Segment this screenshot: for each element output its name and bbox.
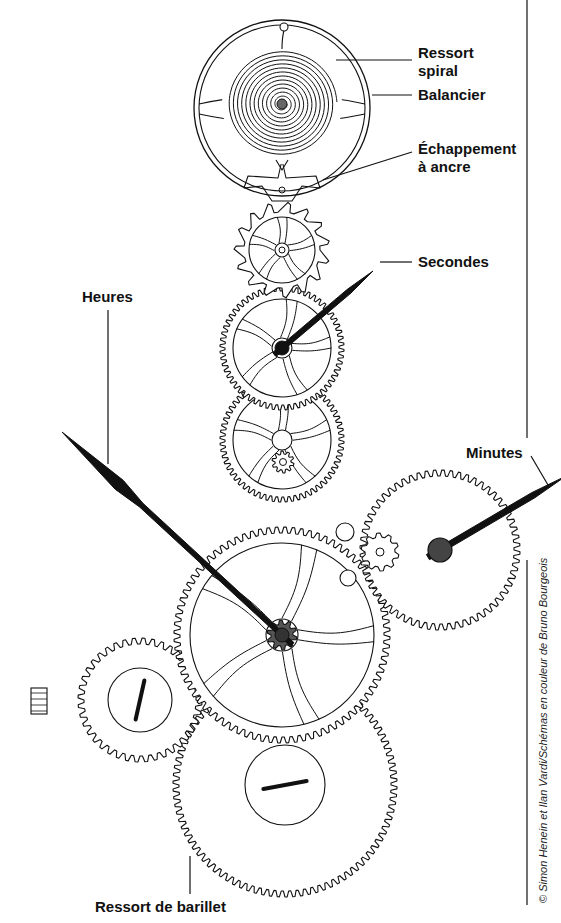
leader-line xyxy=(372,94,412,95)
pivot-circle xyxy=(336,523,354,541)
leader-lines xyxy=(108,0,548,905)
leader-line xyxy=(380,261,412,262)
center-wheel xyxy=(174,527,390,743)
pivot-circle xyxy=(245,745,325,825)
watch-hand xyxy=(273,271,373,356)
screw-slot xyxy=(136,680,145,719)
part-label: Ressort spiral xyxy=(418,44,488,80)
pivot-circle xyxy=(428,538,452,562)
pivot-circle xyxy=(279,187,285,193)
part-label: Minutes xyxy=(466,444,523,462)
part-label: Balancier xyxy=(418,86,486,104)
part-label: Heures xyxy=(82,288,133,306)
minute-wheel xyxy=(360,470,520,630)
crown-stem xyxy=(31,688,47,714)
leader-line xyxy=(323,152,412,180)
pivot-circle xyxy=(275,628,289,642)
pivot-circle xyxy=(376,548,384,556)
hairspring xyxy=(229,52,337,154)
pivot-circle xyxy=(108,668,172,732)
leader-line xyxy=(189,856,190,894)
balance-wheel xyxy=(194,20,370,196)
pivot-circle xyxy=(280,459,287,466)
pallet-fork xyxy=(244,160,320,201)
part-label: Secondes xyxy=(418,253,489,271)
pinion xyxy=(361,533,399,571)
seconds-wheel xyxy=(220,286,344,410)
part-label: Ressort de barillet xyxy=(95,898,226,916)
leader-line xyxy=(107,310,108,464)
screw-slot xyxy=(263,781,306,789)
pivot-circle xyxy=(275,341,289,355)
escape-wheel xyxy=(234,202,329,297)
leader-line xyxy=(336,59,412,60)
credit-note: © Simon Henein et Ilan Vardi/Schémas en … xyxy=(537,558,550,903)
frame-rule xyxy=(526,560,527,905)
leader-line xyxy=(531,456,548,485)
frame-rule xyxy=(526,0,527,438)
pivot-circle xyxy=(340,570,356,586)
part-label: Échappement à ancre xyxy=(418,140,526,176)
gear-train xyxy=(31,20,561,897)
watch-hand xyxy=(62,432,294,646)
pinion xyxy=(272,451,294,473)
pivot-circle xyxy=(279,247,285,253)
